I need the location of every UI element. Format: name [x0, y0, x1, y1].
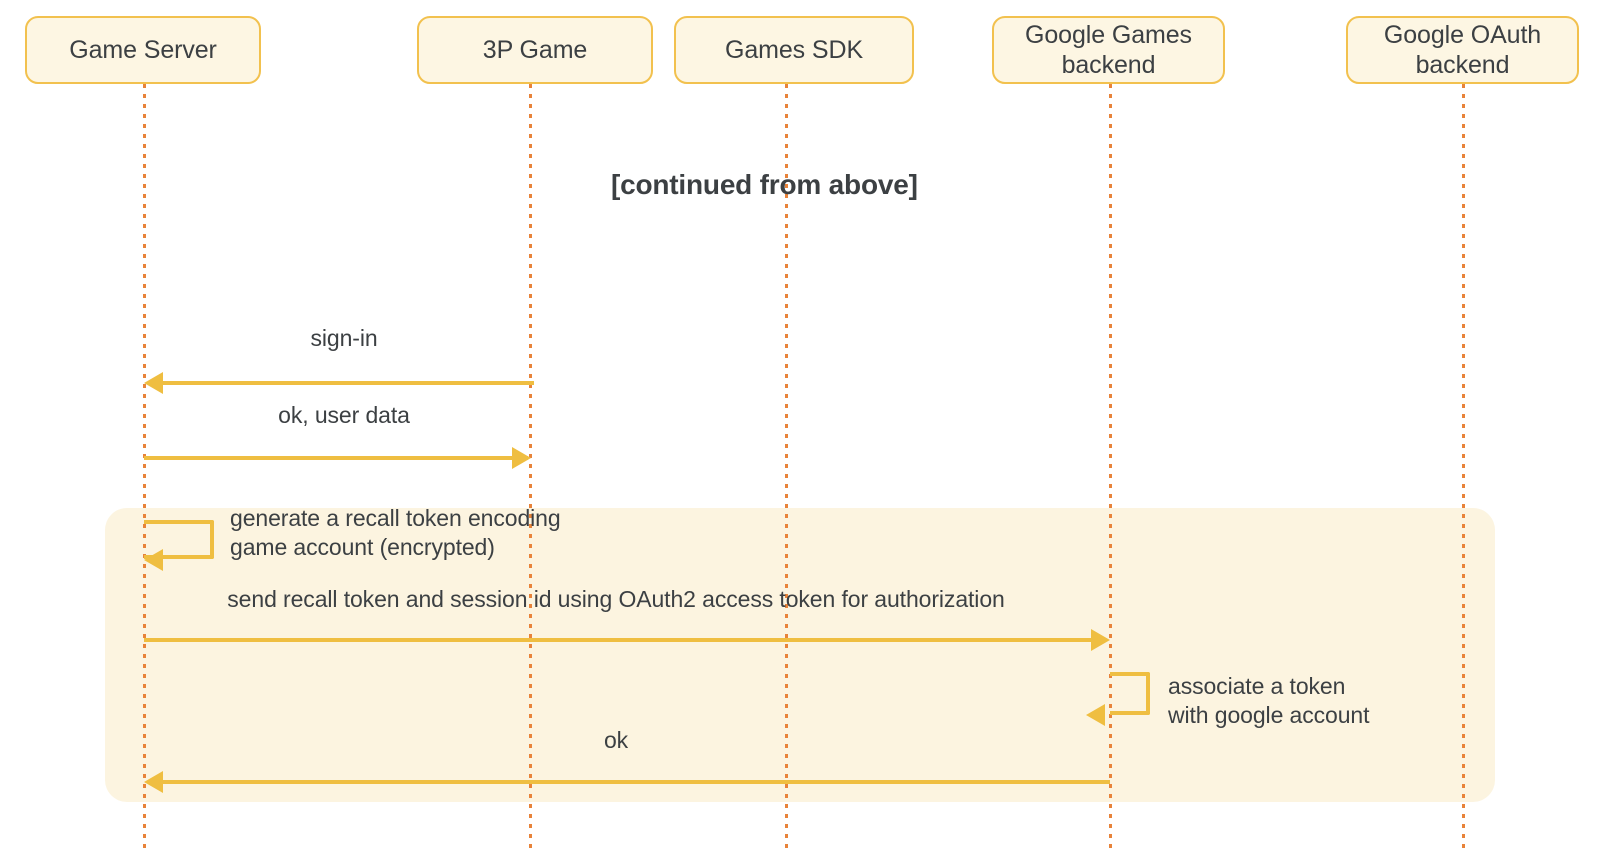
lifeline-google-games-backend: [1108, 84, 1112, 854]
message-label-generate-recall-token: generate a recall token encoding game ac…: [230, 505, 561, 560]
arrowhead-send-recall-token: [1091, 629, 1110, 651]
arrowhead-sign-in: [144, 372, 163, 394]
lifeline-games-sdk: [784, 84, 788, 854]
highlighted-fragment-region: [105, 508, 1495, 802]
self-message-loop-generate-recall-token: [144, 520, 214, 559]
arrowhead-ok: [144, 771, 163, 793]
participant-third-party-game[interactable]: 3P Game: [417, 16, 653, 84]
lifeline-game-server: [142, 84, 146, 854]
participant-google-games-backend[interactable]: Google Games backend: [992, 16, 1225, 84]
message-label-ok-user-data: ok, user data: [278, 402, 410, 428]
lifeline-google-oauth-backend: [1461, 84, 1465, 854]
arrowhead-generate-recall-token: [144, 549, 163, 571]
message-line-ok: [150, 780, 1110, 784]
message-label-send-recall-token: send recall token and session id using O…: [227, 586, 1005, 612]
self-message-loop-associate-token: [1110, 672, 1150, 715]
continued-from-above-note: [continued from above]: [611, 169, 918, 200]
message-line-send-recall-token: [144, 638, 1094, 642]
participant-game-server[interactable]: Game Server: [25, 16, 261, 84]
arrowhead-associate-token: [1086, 704, 1105, 726]
message-line-ok-user-data: [144, 456, 528, 460]
arrowhead-ok-user-data: [512, 447, 531, 469]
message-label-associate-token: associate a token with google account: [1168, 673, 1370, 728]
message-label-ok: ok: [603, 727, 629, 753]
participant-games-sdk[interactable]: Games SDK: [674, 16, 914, 84]
message-line-sign-in: [150, 381, 534, 385]
message-label-sign-in: sign-in: [310, 325, 378, 351]
lifeline-third-party-game: [528, 84, 532, 854]
participant-google-oauth-backend[interactable]: Google OAuth backend: [1346, 16, 1579, 84]
